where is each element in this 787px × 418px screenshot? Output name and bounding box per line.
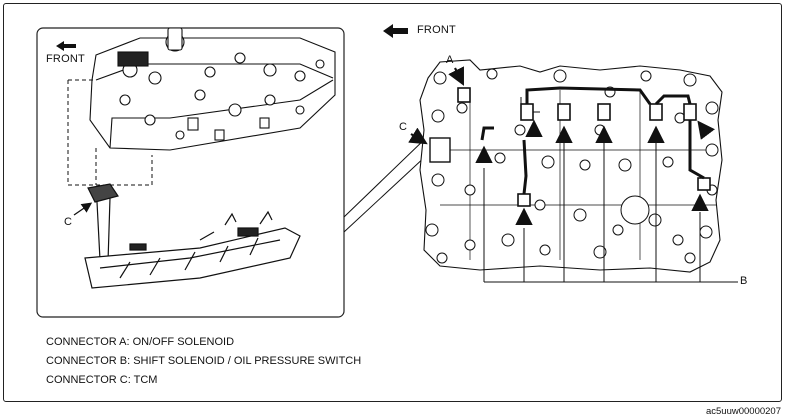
connector-a xyxy=(457,87,471,103)
front-label-main: FRONT xyxy=(417,24,456,36)
main-valve-body xyxy=(419,59,723,273)
connector-c-main-label: C xyxy=(399,121,408,133)
figure-frame xyxy=(3,3,782,402)
valve-body-holes xyxy=(425,68,719,264)
connector-a-label: A xyxy=(446,54,454,66)
connector-b-leader-lines xyxy=(483,97,738,283)
connector-c-main-pointer xyxy=(408,127,428,145)
front-arrow-icon-inset xyxy=(56,41,76,51)
connector-c xyxy=(429,137,451,163)
zoom-line-lower xyxy=(343,154,428,233)
caption-connector-a: CONNECTOR A: ON/OFF SOLENOID xyxy=(46,336,235,348)
wiring-harness-illustration xyxy=(84,183,301,289)
connector-c-inset-label: C xyxy=(64,216,73,228)
connector-c-inset-pointer xyxy=(73,202,93,216)
connector-pointer-arrows xyxy=(475,119,715,226)
main-harness-wires xyxy=(480,86,705,195)
control-valve-body-illustration xyxy=(89,27,336,151)
reference-code: ac5uuw00000207 xyxy=(705,406,781,417)
caption-connector-c: CONNECTOR C: TCM xyxy=(46,374,158,386)
front-arrow-icon-main xyxy=(383,24,408,38)
front-label-inset: FRONT xyxy=(46,53,85,65)
connector-b-label: B xyxy=(740,275,748,287)
caption-connector-b: CONNECTOR B: SHIFT SOLENOID / OIL PRESSU… xyxy=(46,355,362,367)
connector-a-pointer xyxy=(448,66,464,86)
zoom-line-upper xyxy=(343,136,428,218)
